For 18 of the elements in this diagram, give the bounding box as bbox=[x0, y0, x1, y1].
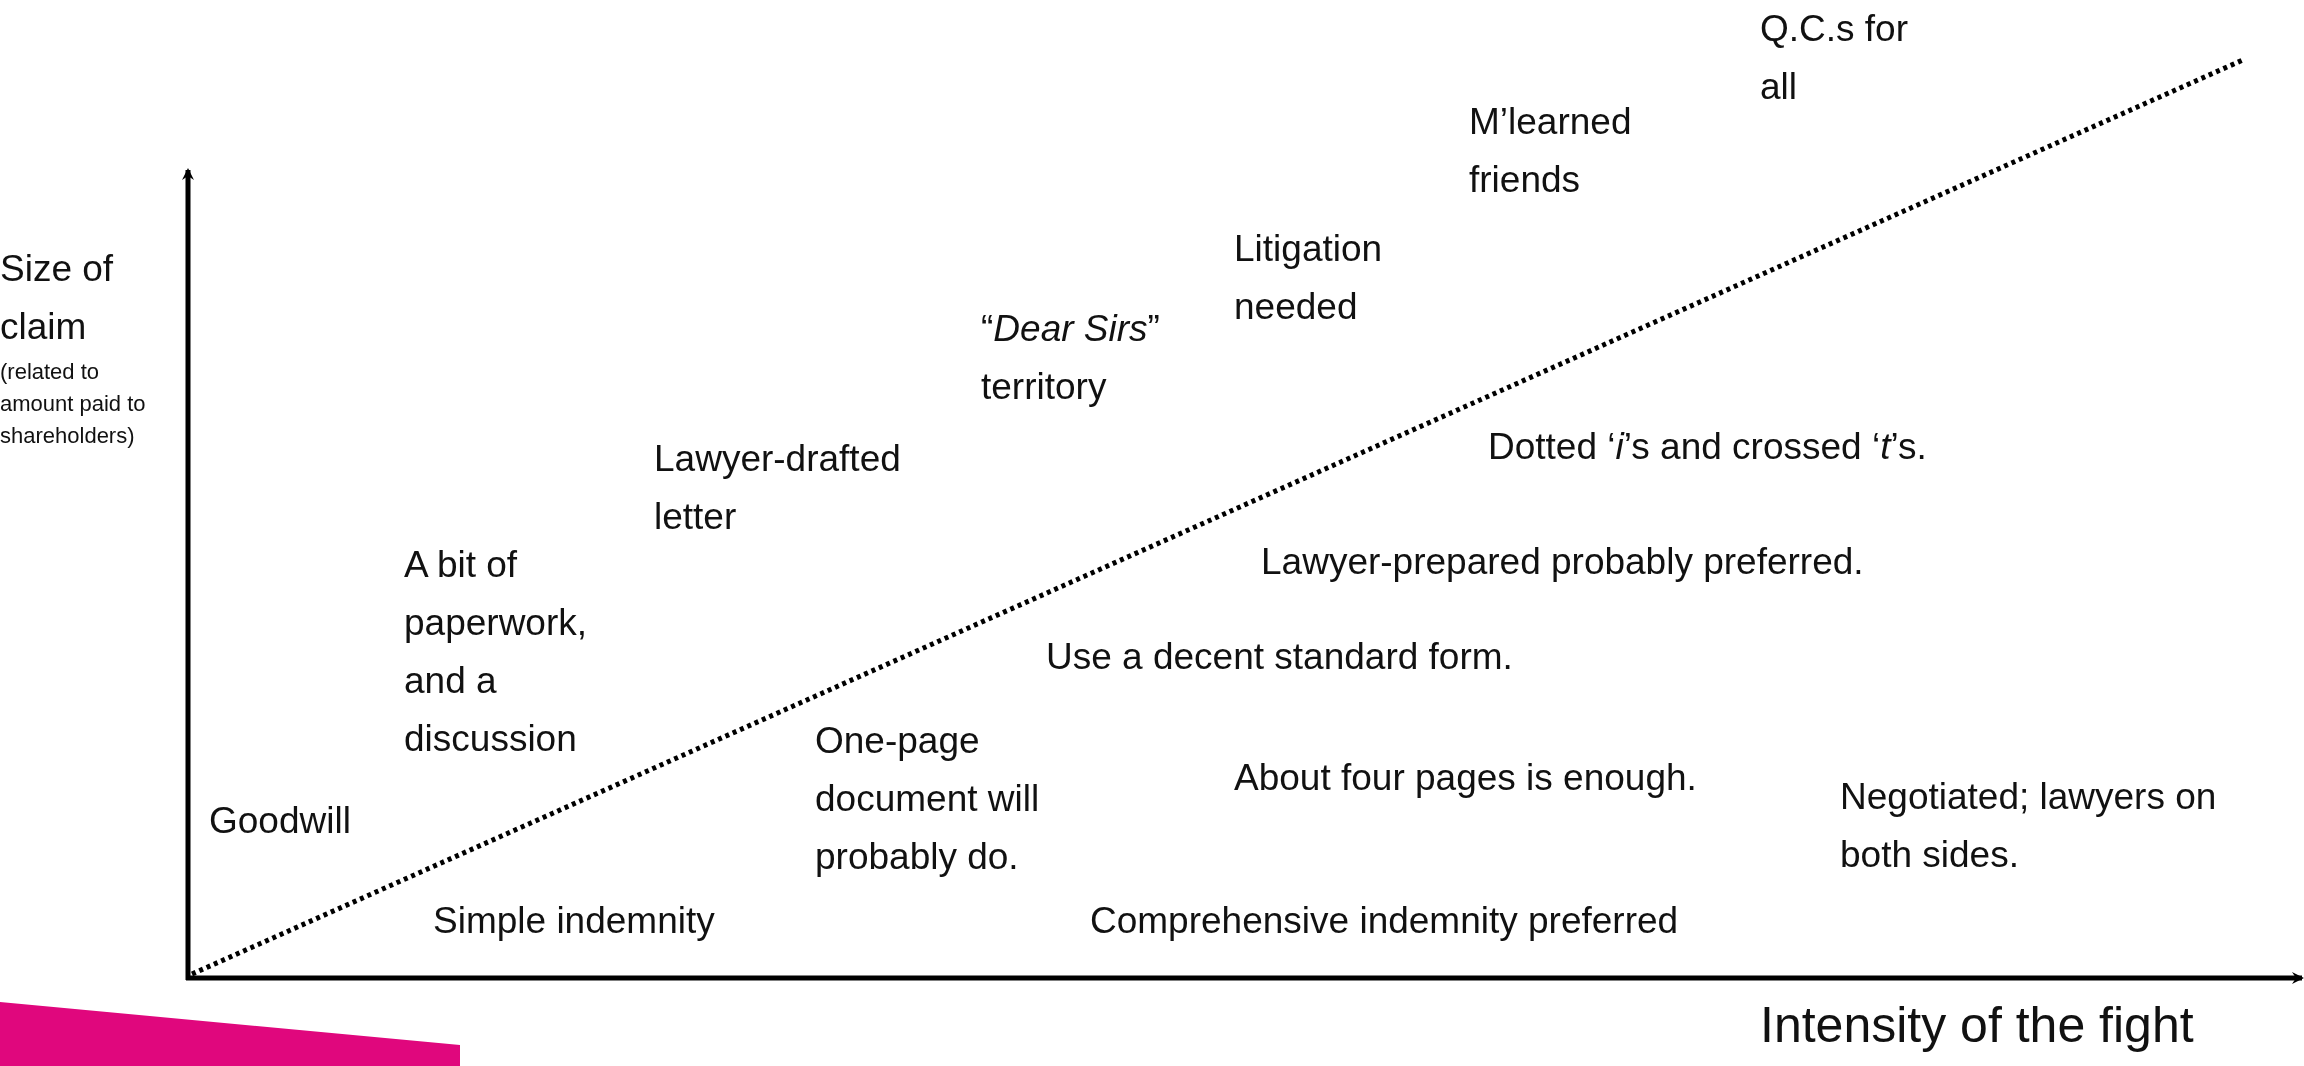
annotation-text: Goodwill bbox=[209, 799, 351, 843]
annotation-text: M’learned friends bbox=[1469, 100, 1633, 202]
axis-subtitle: (related to amount paid to shareholders) bbox=[0, 358, 147, 450]
annotation-text: Use a decent standard form. bbox=[1046, 635, 1513, 679]
axis-title: Size of claim bbox=[0, 247, 115, 349]
annotation-text: A bit of paperwork, and a discussion bbox=[404, 543, 589, 761]
annotation-text: “Dear Sirs” territory bbox=[981, 307, 1161, 409]
annotation-text: Negotiated; lawyers on both sides. bbox=[1840, 775, 2218, 877]
annotation-text: Comprehensive indemnity preferred bbox=[1090, 899, 1679, 943]
axis-title: Intensity of the fight bbox=[1760, 996, 2194, 1055]
annotation-text: Litigation needed bbox=[1234, 227, 1384, 329]
annotation-text: Lawyer-prepared probably preferred. bbox=[1261, 540, 1864, 584]
annotation-text: Q.C.s for all bbox=[1760, 7, 1910, 109]
annotation-text: Dotted ‘i’s and crossed ‘t’s. bbox=[1488, 425, 1927, 469]
annotation-text: About four pages is enough. bbox=[1234, 756, 1697, 800]
annotation-text: Simple indemnity bbox=[433, 899, 715, 943]
annotation-text: Lawyer-drafted letter bbox=[654, 437, 902, 539]
annotation-text: One-page document will probably do. bbox=[815, 719, 1041, 879]
